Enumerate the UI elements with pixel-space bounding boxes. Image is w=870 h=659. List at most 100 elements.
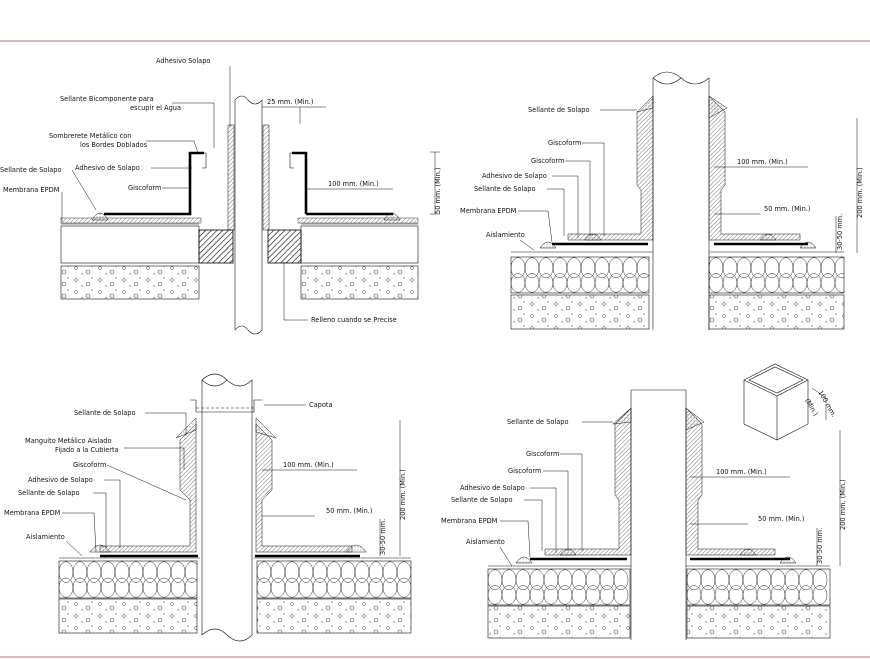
dim-50mm: 50 mm. (Min.)	[434, 168, 442, 214]
insulation-pattern	[511, 257, 649, 293]
label-adhesivo-de-solapo: Adhesivo de Solapo	[482, 172, 547, 180]
dim-100mm: 100 mm. (Min.)	[716, 468, 767, 476]
label-membrana: Membrana EPDM	[3, 186, 60, 194]
sealant-bead	[739, 548, 757, 556]
giscoform-right	[708, 95, 801, 241]
label-sellante-de-solapo: Sellante de Solapo	[507, 418, 569, 426]
label-aislamiento: Aislamiento	[486, 231, 525, 239]
insulation-layer	[60, 225, 419, 264]
concrete-deck	[58, 598, 198, 634]
concrete-deck	[510, 294, 650, 330]
label-membrana: Membrana EPDM	[4, 509, 61, 517]
insulation-pattern	[257, 561, 411, 598]
sleeve-left	[99, 423, 197, 553]
pipe	[234, 95, 263, 335]
metal-cap-right	[289, 152, 302, 169]
concrete-deck	[487, 605, 631, 639]
label-sellante-de-solapo: Sellante de Solapo	[0, 166, 62, 174]
dim-30-50mm: 30-50 mm.	[379, 519, 387, 555]
insulation-pattern	[59, 561, 197, 598]
upstand-right	[262, 124, 270, 231]
insulation-pattern	[709, 257, 844, 293]
label-giscoform-2: Giscoform	[508, 467, 541, 475]
label-capota: Capota	[309, 401, 333, 409]
label-sellante-de-solapo-2: Sellante de Solapo	[451, 496, 513, 504]
sealant-bead	[91, 212, 109, 221]
label-sellante-bicomponente: Sellante Bicomponente para	[60, 95, 154, 103]
label-membrana: Membrana EPDM	[441, 517, 498, 525]
dim-200mm: 200 mm. (Min.)	[399, 469, 407, 520]
giscoform-right	[685, 407, 776, 556]
label-sellante-de-solapo: Sellante de Solapo	[74, 409, 136, 417]
filler-block	[198, 229, 234, 264]
giscoform-left	[544, 407, 632, 556]
insulation-layer	[708, 256, 845, 294]
dim-100mm: 100 mm. (Min.)	[328, 180, 379, 188]
dim-100mm: 100 mm. (Min.)	[737, 158, 788, 166]
detail-3-insulated-metal-sleeve: Sellante de Solapo Capota Manguito Metál…	[4, 373, 412, 642]
detail-2-pipe-giscoform: Sellante de Solapo Giscoform Giscoform A…	[460, 71, 864, 330]
sealant-bead	[799, 241, 817, 249]
detail-1-pipe-with-metal-cap: Adhesivo Solapo Sellante Bicomponente pa…	[0, 57, 442, 335]
insulation-layer	[487, 568, 631, 606]
dim-200mm: 200 mm. (Min.)	[839, 479, 847, 530]
sealant-bead	[584, 233, 602, 241]
dim-50mm: 50 mm. (Min.)	[764, 205, 810, 213]
label-membrana: Membrana EPDM	[460, 207, 517, 215]
label-adhesivo-solapo: Adhesivo Solapo	[156, 57, 210, 65]
dim-25mm: 25 mm. (Min.)	[267, 98, 313, 106]
dim-50mm: 50 mm. (Min.)	[326, 507, 372, 515]
sealant-bead	[559, 548, 577, 556]
label-bordes-doblados: los Bordes Doblados	[80, 141, 148, 149]
detail-4-square-pipe-giscoform: 100 mm. (Min.) Sellante de Solapo Giscof…	[441, 363, 847, 640]
label-aislamiento: Aislamiento	[466, 538, 505, 546]
sealant-bead	[515, 556, 533, 564]
sealant-bead	[759, 233, 777, 241]
dim-30-50mm: 30-50 mm.	[836, 214, 844, 250]
label-adhesivo-de-solapo: Adhesivo de Solapo	[28, 476, 93, 484]
sealant-bead	[539, 241, 557, 249]
iso-dim-100mm: 100 mm.	[816, 389, 838, 419]
concrete-deck	[256, 598, 412, 634]
insulation-pattern	[687, 569, 828, 605]
insulation-pattern	[488, 569, 629, 605]
concrete-deck	[708, 294, 845, 330]
label-adhesivo-de-solapo: Adhesivo de Solapo	[75, 164, 140, 172]
label-sellante-de-solapo: Sellante de Solapo	[528, 106, 590, 114]
label-giscoform: Giscoform	[73, 461, 106, 469]
hatched-base	[60, 217, 202, 224]
pipe	[201, 373, 253, 642]
label-giscoform-1: Giscoform	[548, 139, 581, 147]
concrete-deck	[686, 605, 831, 639]
dim-50mm: 50 mm. (Min.)	[758, 515, 804, 523]
label-relleno: Relleno cuando se Precise	[311, 316, 397, 324]
sleeve-right	[255, 423, 353, 553]
label-sombrerete: Sombrerete Metálico con	[49, 132, 131, 140]
sealant-bead	[345, 544, 367, 553]
sealant-bead	[89, 544, 111, 553]
label-fijado: Fijado a la Cubierta	[55, 446, 119, 454]
iso-dim-min: (Min.)	[803, 397, 819, 417]
label-giscoform: Giscoform	[128, 184, 161, 192]
concrete-deck	[60, 265, 200, 300]
dim-200mm: 200 mm. (Min.)	[856, 167, 864, 218]
dim-100mm: 100 mm. (Min.)	[283, 461, 334, 469]
insulation-layer	[256, 560, 412, 599]
pipe	[652, 71, 710, 330]
square-pipe	[630, 389, 687, 640]
filler-block	[267, 229, 302, 264]
dim-30-50mm: 30-50 mm.	[816, 528, 824, 564]
upstand-left	[227, 124, 235, 231]
label-giscoform-1: Giscoform	[526, 450, 559, 458]
metal-cap-left	[194, 152, 207, 169]
label-sellante-de-solapo-2: Sellante de Solapo	[474, 185, 536, 193]
label-manguito: Manguito Metálico Aislado	[25, 437, 111, 445]
hatched-base	[297, 217, 419, 224]
giscoform-left	[567, 95, 654, 241]
insulation-layer	[686, 568, 831, 606]
concrete-deck	[300, 265, 419, 300]
label-escupir-agua: escupir el Agua	[130, 104, 181, 112]
square-pipe-isometric-inset: 100 mm. (Min.)	[743, 363, 838, 441]
label-sellante-de-solapo-2: Sellante de Solapo	[18, 489, 80, 497]
